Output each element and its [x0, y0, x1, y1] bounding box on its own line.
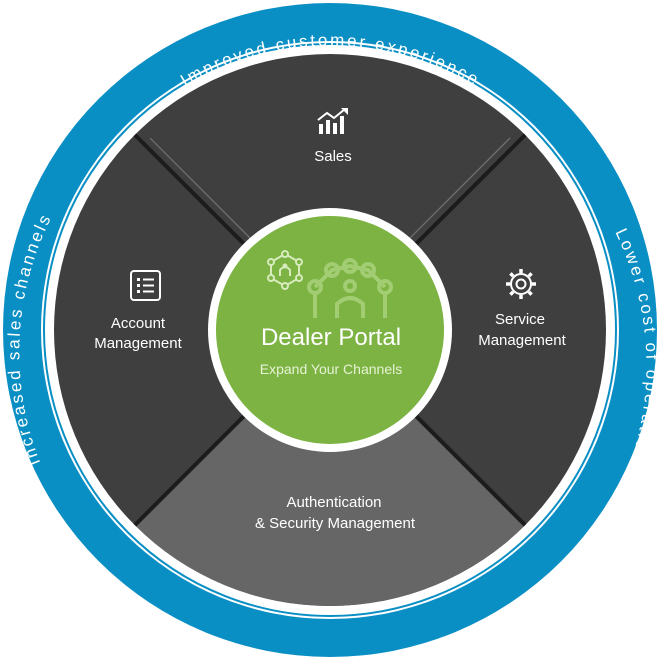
- segment-bottom-label-line1: Authentication: [286, 494, 381, 511]
- separator-highlight-tl: [149, 137, 261, 249]
- segment-left-label-line1: Account: [111, 315, 166, 332]
- center-circle[interactable]: [216, 216, 444, 444]
- list-document-icon: [130, 270, 161, 301]
- inner-blue-line: [43, 43, 617, 617]
- segment-right-label-line2: Management: [478, 332, 566, 349]
- segment-top-label: Sales: [314, 148, 352, 165]
- center-subtitle: Expand Your Channels: [260, 361, 402, 377]
- segment-bottom-label-line2: & Security Management: [255, 515, 416, 532]
- separator-highlight-tr: [399, 137, 511, 249]
- center-title: Dealer Portal: [261, 324, 401, 351]
- segment-left-label-line2: Management: [94, 335, 182, 352]
- segment-right-label-line1: Service: [495, 311, 545, 328]
- gear-icon: [506, 269, 536, 299]
- bar-chart-trend-icon: [317, 108, 348, 134]
- network-watermark-icon: [307, 258, 393, 318]
- network-nodes-icon: [267, 250, 303, 290]
